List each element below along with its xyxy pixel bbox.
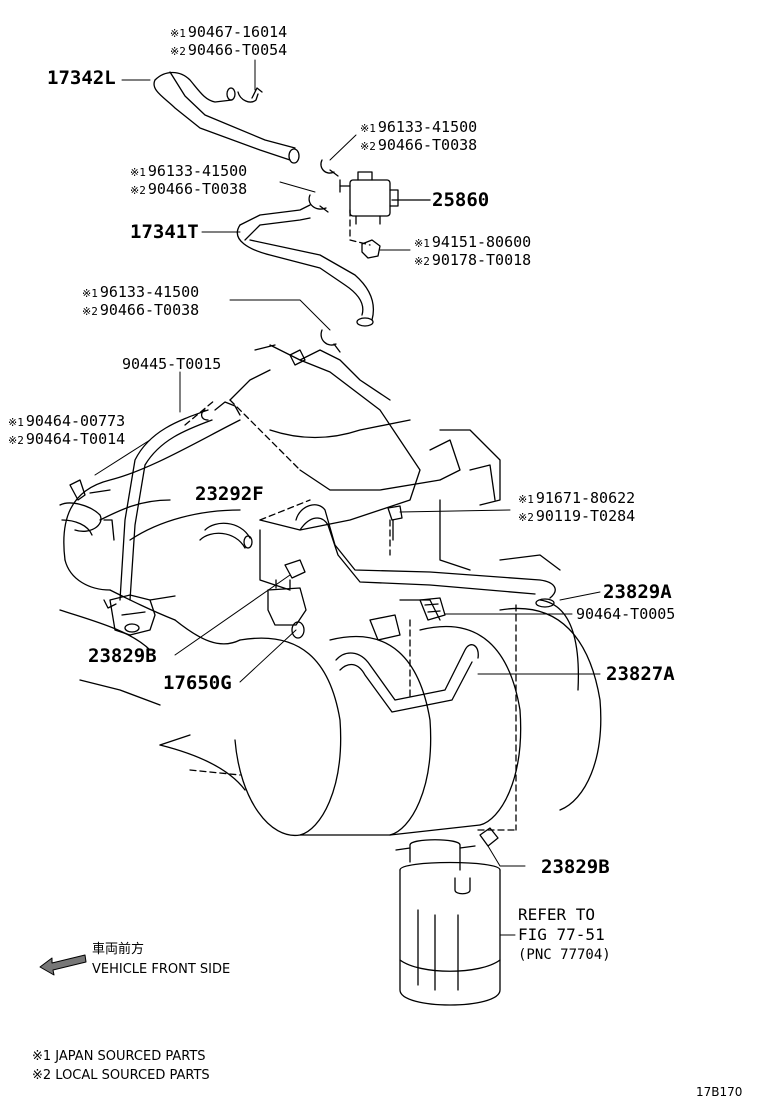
part-label-23292F[interactable]: 23292F [195,483,264,505]
vsv-25860 [339,171,431,225]
port-fitting [200,349,306,421]
part-label-23827A[interactable]: 23827A [606,663,675,685]
clip-left [308,194,329,213]
part-label-17342L[interactable]: 17342L [47,67,116,89]
vsv-17650G [267,579,307,639]
fitting-23829B-left [284,559,306,579]
part-label-23829B-right[interactable]: 23829B [541,856,610,878]
part-label-90445-T0015[interactable]: 90445-T0015 [122,355,222,373]
diagram-id: 17B170 [696,1085,743,1099]
hose-23292F [199,522,253,549]
clip-lower [320,329,341,353]
vacuum-valve [103,594,176,636]
leader-lines [94,59,601,936]
charcoal-canister [395,827,501,1006]
refer-line-3: (PNC 77704) [518,947,611,963]
bolt [387,505,403,541]
clip-top [237,87,263,103]
part-label-17341T[interactable]: 17341T [130,221,199,243]
part-label-23829B-left[interactable]: 23829B [88,645,157,667]
part-label-23829A[interactable]: 23829A [603,581,672,603]
clip-left-90464 [59,479,115,541]
hose-23827A [335,644,479,713]
hose-23829A [295,504,556,608]
hose-90445-T0015 [119,409,213,601]
vehicle-front-arrow [39,954,87,976]
clip-right [320,159,339,177]
hose-17341T [236,204,375,327]
engine-outline [59,344,602,836]
nut [361,239,381,259]
vehicle-front-jp: 車両前方 [92,942,145,957]
refer-line-1: REFER TO [518,905,596,924]
legend-japan-sourced: ※1 JAPAN SOURCED PARTS [32,1049,206,1064]
hose-17342L [153,71,300,164]
part-label-25860[interactable]: 25860 [432,189,490,211]
vehicle-front-en: VEHICLE FRONT SIDE [92,962,231,977]
part-label-17650G[interactable]: 17650G [163,672,232,694]
refer-line-2[interactable]: FIG 77-51 [518,925,605,944]
bracket-90464-T0005 [419,597,446,621]
part-label-90464-T0005[interactable]: 90464-T0005 [576,605,676,623]
legend-local-sourced: ※2 LOCAL SOURCED PARTS [32,1068,210,1083]
